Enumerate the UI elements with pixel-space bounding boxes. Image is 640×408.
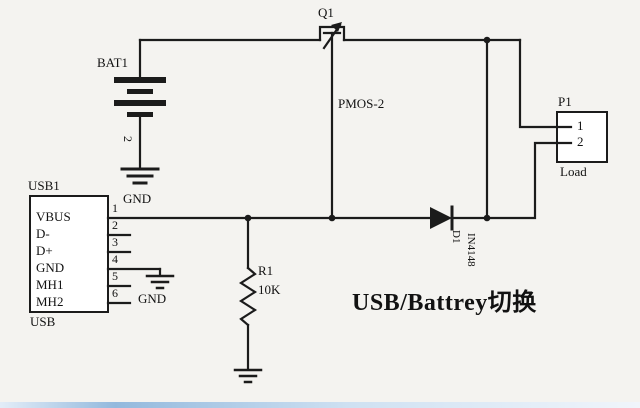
usb-pin-num-5: 5	[112, 269, 118, 283]
usb-pin-name-dminus: D-	[36, 226, 50, 241]
usb-pin-num-6: 6	[112, 286, 118, 300]
q1-ref-label: Q1	[318, 5, 334, 20]
d1-ref-label: D1	[450, 230, 462, 244]
q1-mosfet-symbol	[318, 22, 346, 220]
bat1-pin2-label: 2	[121, 136, 135, 142]
battery-symbol	[114, 38, 166, 170]
usb-connector-box	[29, 195, 162, 313]
d1-value-label: IN4148	[465, 233, 477, 267]
d1-diode-symbol	[430, 205, 454, 231]
usb-gnd-label: GND	[138, 291, 167, 306]
bat1-ref-label: BAT1	[97, 55, 129, 70]
r1-resistor-symbol	[238, 216, 258, 371]
p1-pin-num-2: 2	[577, 134, 584, 149]
mosfet-arrow-icon	[331, 22, 342, 32]
usb-pin-name-mh2: MH2	[36, 294, 64, 309]
p1-pin-num-1: 1	[577, 118, 584, 133]
usb-footer-label: USB	[30, 314, 56, 329]
p1-load-label: Load	[560, 164, 587, 179]
usb-pin-name-dplus: D+	[36, 243, 53, 258]
r1-ground-icon	[233, 368, 263, 384]
power-rail-wire	[138, 38, 559, 220]
p1-connector-box	[485, 111, 608, 220]
battery-gnd-label: GND	[123, 191, 152, 206]
usb-ground-icon	[145, 267, 175, 290]
junction-dots	[244, 36, 491, 222]
usb-pin-num-1: 1	[112, 201, 118, 215]
bottom-strip	[0, 402, 640, 408]
usb-pin-num-3: 3	[112, 235, 118, 249]
q1-type-label: PMOS-2	[338, 96, 385, 111]
usb-pin-name-vbus: VBUS	[36, 209, 71, 224]
usb-pin-num-4: 4	[112, 252, 118, 266]
usb1-ref-label: USB1	[28, 178, 60, 193]
diagram-title: USB/Battrey切换	[352, 290, 537, 316]
usb-pin-num-2: 2	[112, 218, 118, 232]
p1-ref-label: P1	[558, 94, 572, 109]
battery-ground-icon	[120, 167, 160, 185]
r1-ref-label: R1	[258, 263, 274, 278]
usb-pin-name-gnd: GND	[36, 260, 65, 275]
usb-pin-name-mh1: MH1	[36, 277, 64, 292]
r1-value-label: 10K	[258, 282, 281, 297]
